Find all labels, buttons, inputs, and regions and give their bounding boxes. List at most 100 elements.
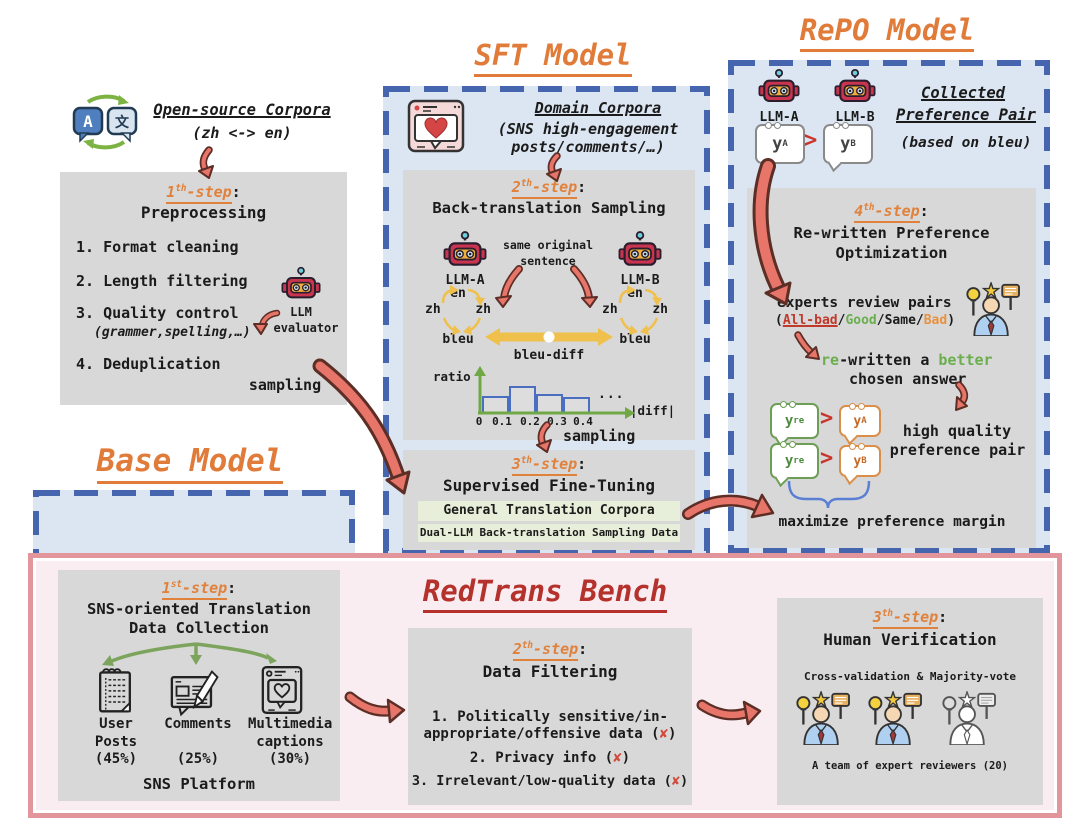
domain-corpora-line1: (SNS high-engagement	[497, 120, 679, 138]
llm-evaluator-line2: evaluator	[273, 321, 339, 335]
bench-step3-box: 3th-step: Human Verification Cross-valid…	[777, 598, 1043, 805]
hist-tick: 0.4	[573, 415, 593, 428]
collected-subtitle: (based on bleu)	[900, 135, 1032, 151]
base-model-title: Base Model	[90, 443, 290, 484]
preprocessing-item4: 4. Deduplication	[76, 355, 221, 373]
preprocessing-item2: 2. Length filtering	[76, 272, 248, 290]
step-label: 3th-step:	[777, 608, 1043, 629]
notepad-icon	[96, 665, 134, 719]
bench-step3-subtitle: Cross-validation & Majority-vote	[804, 670, 1016, 683]
svg-text:A: A	[83, 112, 93, 131]
filter-item2: 2. Privacy info (✘)	[469, 750, 631, 766]
sns-platform-label: SNS Platform	[143, 775, 255, 793]
zh-label: zh	[652, 302, 668, 317]
hist-bar	[509, 386, 536, 413]
llm-b-label: LLM-B	[620, 273, 660, 288]
robot-icon	[443, 230, 487, 274]
preprocessing-box: 1th-step: Preprocessing 1. Format cleani…	[60, 172, 347, 405]
domain-corpora-title: Domain Corpora	[534, 99, 662, 117]
high-quality-line2: preference pair	[889, 441, 1026, 459]
backtranslation-box: 2th-step: Back-translation Sampling LLM-…	[403, 170, 695, 440]
high-quality-line1: high quality	[902, 422, 1012, 440]
comments-icon	[170, 669, 224, 721]
en-label: en	[627, 286, 643, 301]
hist-tick: 0	[475, 415, 483, 428]
repo-step4-title1: Re-written Preference	[793, 224, 990, 242]
preprocessing-item3: 3. Quality control	[76, 304, 239, 322]
rewritten-line2: chosen answer	[849, 370, 967, 388]
histogram-bars	[482, 382, 590, 413]
backtranslation-cycle-right: en zh zh bleu	[602, 286, 668, 348]
maximize-margin-label: maximize preference margin	[778, 514, 1006, 530]
preference-gt: >	[820, 406, 834, 431]
svg-text:文: 文	[115, 114, 130, 131]
step-label: 4th-step:	[747, 202, 1036, 223]
robot-icon	[618, 230, 662, 274]
llm-evaluator-line1: LLM	[290, 305, 312, 319]
expert-icon	[865, 689, 923, 749]
col-comments-pct: (25%)	[176, 751, 220, 767]
hist-ellipsis: ...	[598, 387, 625, 402]
sft-model-title: SFT Model	[448, 38, 658, 77]
hist-ylabel: ratio	[433, 369, 471, 384]
translation-icon: A 文	[72, 92, 138, 156]
llm-a-label: LLM-A	[445, 273, 485, 288]
hist-xlabel: |diff|	[630, 403, 676, 418]
general-corpora-strip: General Translation Corpora	[418, 501, 680, 521]
bench-step1-title1: SNS-oriented Translation	[87, 600, 311, 618]
hist-bar	[536, 394, 563, 413]
hist-bar	[482, 396, 509, 413]
step-label: 1st-step:	[58, 579, 340, 600]
redtrans-bench-box: RedTrans Bench 1st-step: SNS-oriented Tr…	[28, 553, 1062, 818]
bench-step1-box: 1st-step: SNS-oriented Translation Data …	[58, 570, 340, 801]
open-corpora-subtitle: (zh <-> en)	[192, 124, 292, 142]
preprocessing-item1: 1. Format cleaning	[76, 238, 239, 256]
experts-review-label: experts review pairs	[777, 295, 952, 311]
en-label: en	[450, 286, 466, 301]
hist-tick: 0.1	[492, 415, 512, 428]
collected-title-line1: Collected	[921, 84, 1005, 102]
bench-step2-title: Data Filtering	[482, 662, 618, 681]
review-tags: (All-bad/Good/Same/Bad)	[775, 313, 956, 328]
preference-gt: >	[820, 446, 834, 471]
step-label: 2th-step:	[408, 640, 692, 661]
team-label: A team of expert reviewers (20)	[812, 760, 1008, 772]
robot-icon	[281, 266, 321, 306]
same-sentence-line2: sentence	[520, 254, 576, 268]
expert-icon	[963, 280, 1021, 340]
step-label: 2th-step:	[403, 178, 695, 199]
repo-step4-box: 4th-step: Re-written Preference Optimiza…	[747, 188, 1036, 548]
expert-outline-icon	[939, 689, 997, 749]
repo-llm-a-label: LLM-A	[759, 110, 799, 125]
filter-item1-line1: 1. Politically sensitive/in-	[431, 709, 668, 725]
collected-title-line2: Preference Pair	[896, 106, 1036, 124]
bleu-label: bleu	[619, 332, 651, 347]
expert-icon	[793, 689, 851, 749]
bench-step3-title: Human Verification	[823, 630, 997, 649]
filter-item1-line2: appropriate/offensive data (✘)	[423, 726, 677, 742]
col-comments: Comments	[164, 716, 232, 732]
step-label: 3th-step:	[403, 455, 695, 476]
open-corpora-title: Open-source Corpora	[153, 101, 331, 119]
sft-box: 3th-step: Supervised Fine-Tuning General…	[403, 450, 695, 550]
bench-title: RedTrans Bench	[33, 574, 1057, 613]
sampling-label: sampling	[248, 376, 322, 394]
backtranslation-title: Back-translation Sampling	[432, 199, 666, 217]
base-model-box	[33, 490, 355, 562]
hist-tick: 0.3	[547, 415, 567, 428]
multimedia-icon	[261, 663, 303, 721]
preference-gt: >	[804, 128, 818, 153]
zh-label: zh	[425, 302, 441, 317]
zh-label: zh	[475, 302, 491, 317]
same-sentence-line1: same original	[502, 238, 593, 252]
repo-step4-title2: Optimization	[835, 244, 948, 262]
zh-label: zh	[602, 302, 618, 317]
domain-corpora-line2: posts/comments/…)	[511, 138, 665, 156]
